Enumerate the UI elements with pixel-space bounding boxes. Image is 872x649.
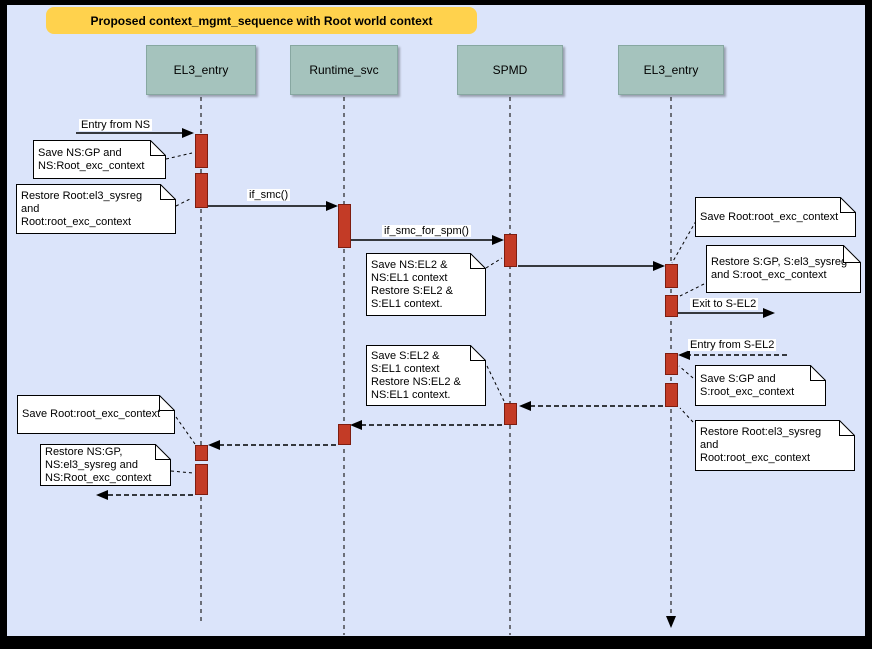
diagram-title: Proposed context_mgmt_sequence with Root… (46, 7, 477, 34)
activation-el3-2-b (665, 295, 678, 317)
note-connector-6 (678, 365, 694, 379)
activation-spmd-a (504, 234, 517, 267)
note-text: Save S:GP and S:root_exc_context (700, 372, 795, 398)
note-text: Save S:EL2 & S:EL1 context Restore NS:EL… (371, 349, 461, 401)
message-label-entry-from-s-el2: Entry from S-EL2 (688, 339, 777, 351)
note-restore-root-sysreg-left: Restore Root:el3_sysreg and Root:root_ex… (16, 184, 176, 234)
note-fold-icon (470, 345, 486, 361)
message-label-if-smc-for-spm: if_smc_for_spm() (382, 225, 471, 237)
message-label-exit-to-s-el2: Exit to S-EL2 (690, 298, 759, 310)
lifeline-header-el3-entry-2: EL3_entry (618, 45, 724, 95)
diagram-canvas (7, 5, 865, 636)
activation-el3-2-c (665, 353, 678, 375)
note-connector-7 (679, 407, 694, 423)
note-text: Restore Root:el3_sysreg and Root:root_ex… (700, 426, 822, 464)
note-save-ns-gp: Save NS:GP and NS:Root_exc_context (33, 140, 166, 179)
note-connector-10 (170, 470, 194, 474)
lifeline-header-label: EL3_entry (173, 63, 229, 77)
note-fold-icon (810, 365, 826, 381)
note-fold-icon (160, 184, 176, 200)
activation-runtime-a (338, 204, 351, 248)
note-fold-icon (155, 444, 171, 460)
activation-spmd-b (504, 403, 517, 425)
note-fold-icon (839, 420, 855, 436)
lifeline-header-label: Runtime_svc (309, 63, 379, 77)
lifeline-header-label: EL3_entry (643, 63, 699, 77)
note-restore-root-sysreg-right: Restore Root:el3_sysreg and Root:root_ex… (695, 420, 855, 471)
note-fold-icon (159, 395, 175, 411)
note-connector-1 (165, 152, 193, 160)
note-text: Save NS:GP and NS:Root_exc_context (38, 146, 145, 172)
note-text: Restore S:GP, S:el3_sysreg and S:root_ex… (711, 256, 848, 281)
note-connector-8 (486, 365, 505, 402)
activation-el3-2-a (665, 264, 678, 288)
note-connector-9 (175, 416, 196, 445)
activation-el3-2-d (665, 383, 678, 407)
note-fold-icon (470, 253, 486, 269)
note-connector-4 (671, 220, 697, 264)
note-connector-5 (679, 283, 705, 297)
note-text: Save Root:root_exc_context (22, 408, 161, 420)
activation-runtime-b (338, 424, 351, 445)
note-text: Restore Root:el3_sysreg and Root:root_ex… (21, 189, 143, 228)
lifeline-header-label: SPMD (492, 63, 528, 77)
lifeline-header-el3-entry-1: EL3_entry (146, 45, 256, 95)
note-text: Save Root:root_exc_context (700, 210, 839, 223)
note-text: Restore NS:GP, NS:el3_sysreg and NS:Root… (45, 445, 152, 484)
activation-el3-1-b (195, 173, 208, 208)
note-fold-icon (840, 197, 856, 213)
note-restore-ns-gp: Restore NS:GP, NS:el3_sysreg and NS:Root… (40, 444, 171, 486)
note-save-root-exc-right: Save Root:root_exc_context (695, 197, 856, 237)
note-connector-2 (175, 197, 193, 207)
lifeline-header-runtime-svc: Runtime_svc (290, 45, 398, 95)
note-text: Save NS:EL2 & NS:EL1 context Restore S:E… (371, 258, 453, 310)
note-restore-s-gp: Restore S:GP, S:el3_sysreg and S:root_ex… (706, 245, 861, 293)
message-label-entry-from-ns: Entry from NS (79, 119, 153, 131)
message-label-if-smc: if_smc() (247, 189, 291, 201)
note-save-s-gp: Save S:GP and S:root_exc_context (695, 365, 826, 406)
note-save-ns-el2-restore-s-el2: Save NS:EL2 & NS:EL1 context Restore S:E… (366, 253, 486, 316)
note-fold-icon (150, 140, 166, 156)
activation-el3-1-c (195, 445, 208, 461)
note-save-root-exc-left: Save Root:root_exc_context (17, 395, 175, 434)
lifeline-header-spmd: SPMD (457, 45, 563, 95)
activation-el3-1-a (195, 134, 208, 168)
note-connector-3 (485, 257, 503, 269)
note-fold-icon (843, 245, 861, 263)
note-save-s-el2-restore-ns-el2: Save S:EL2 & S:EL1 context Restore NS:EL… (366, 345, 486, 406)
activation-el3-1-d (195, 464, 208, 495)
